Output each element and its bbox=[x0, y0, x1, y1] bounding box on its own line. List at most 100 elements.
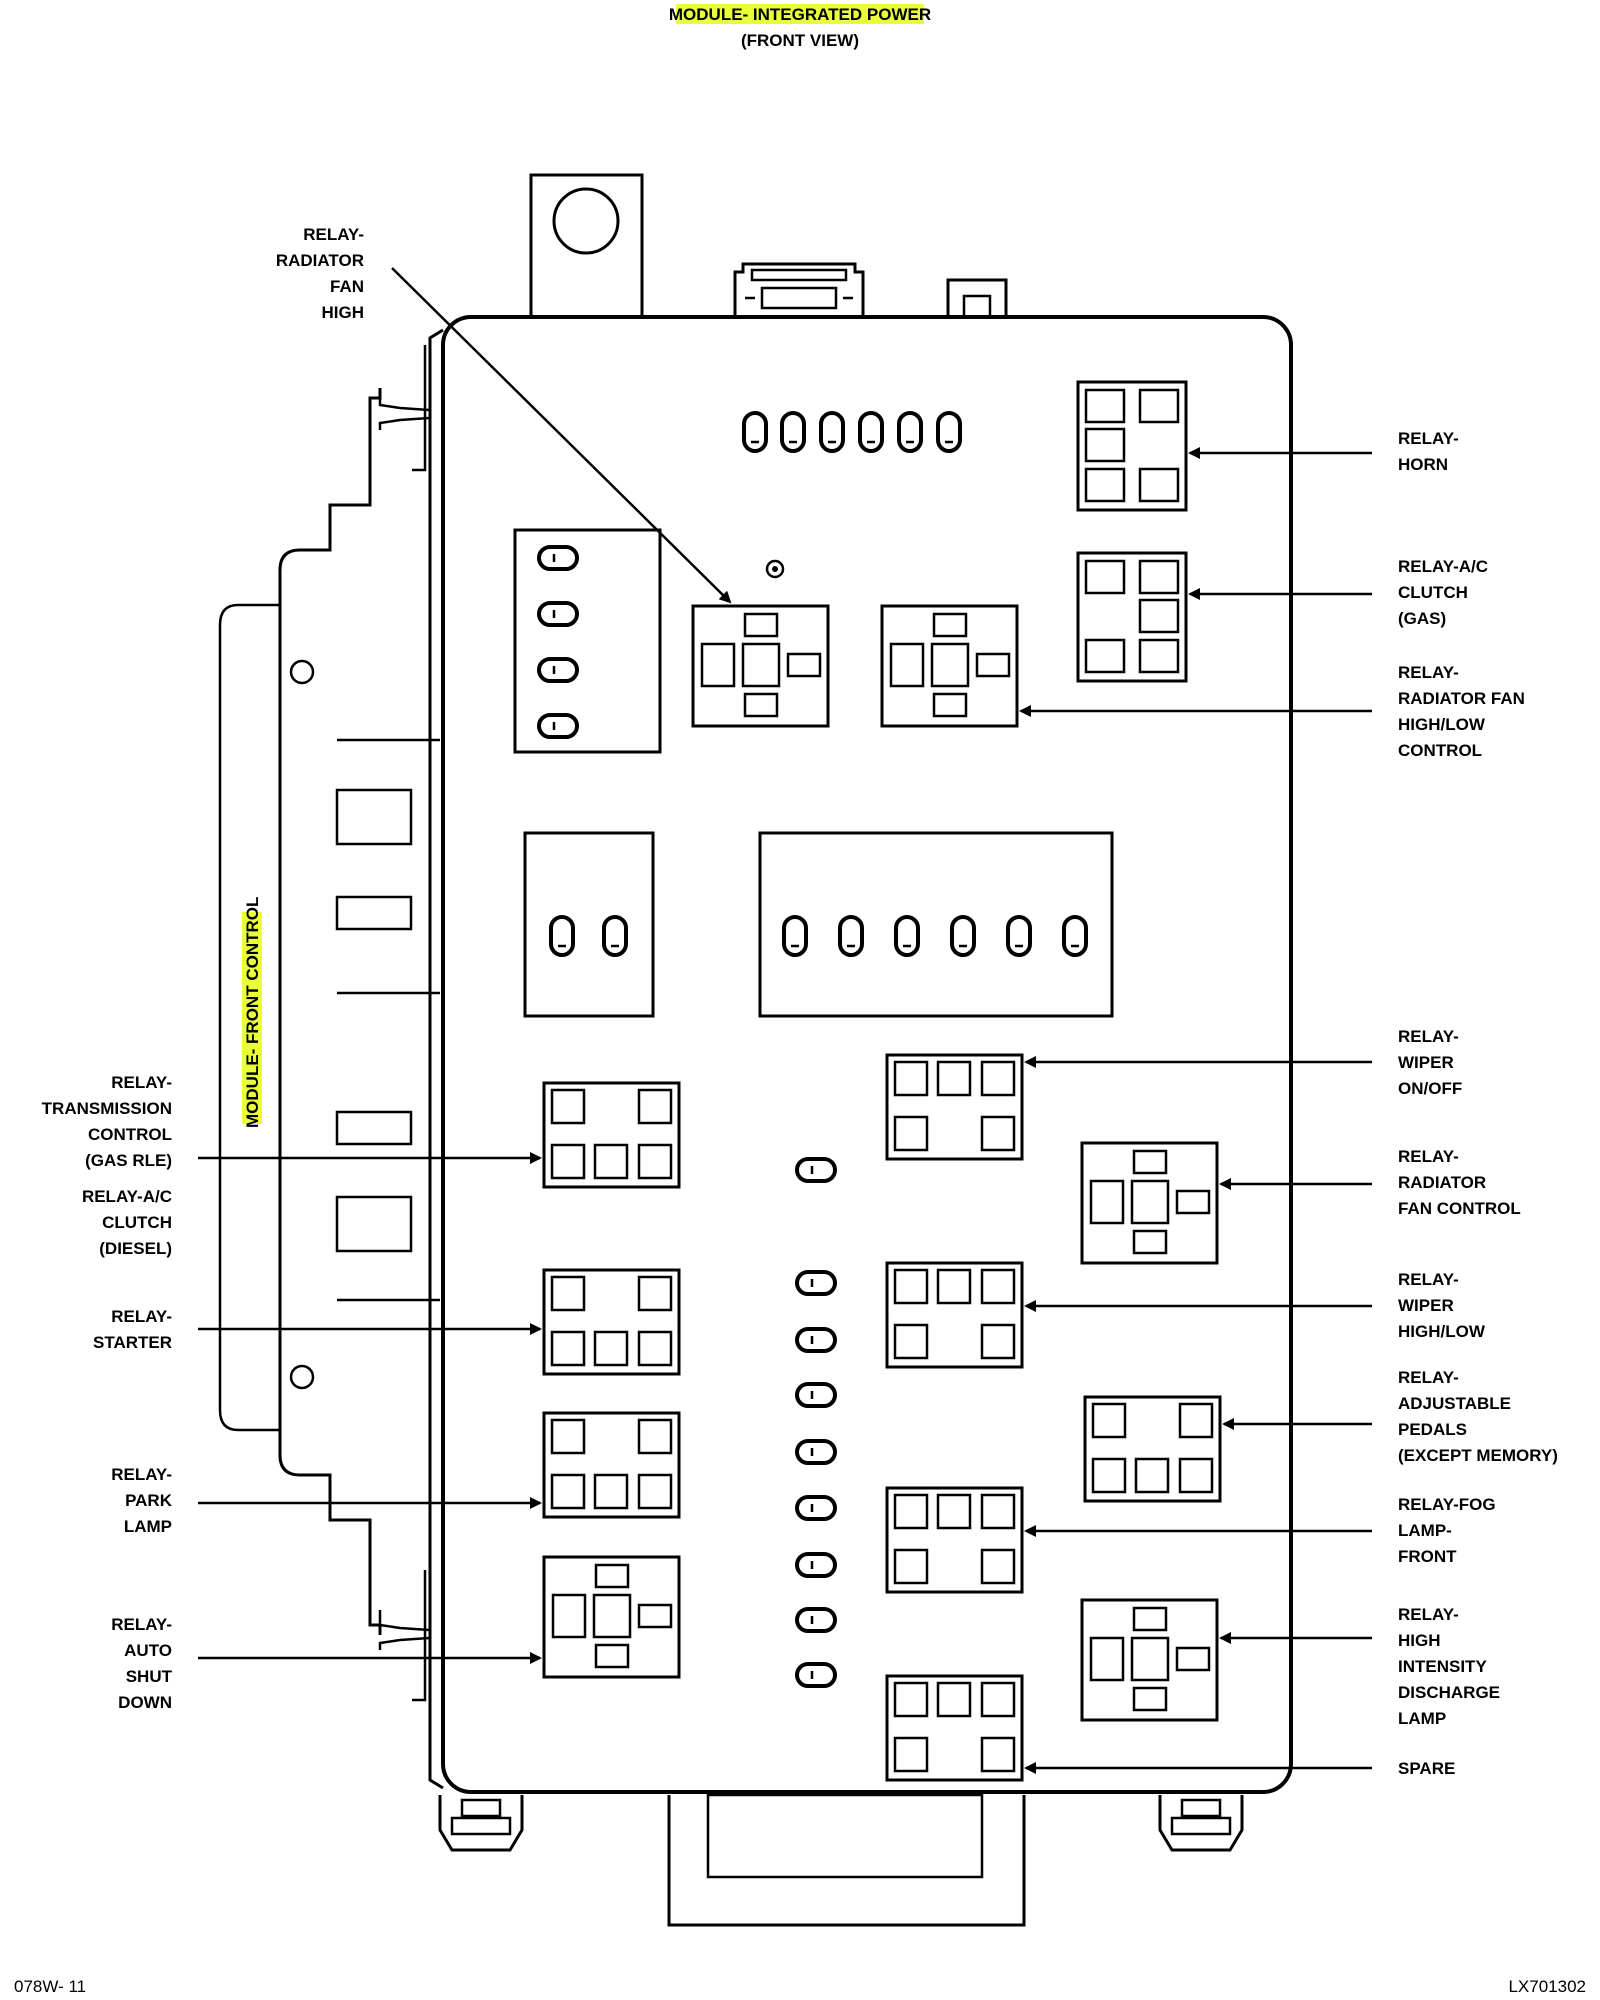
fuse-top-3 bbox=[819, 411, 845, 453]
label-radiator-fan-high-low-control-line-1: RELAY- bbox=[1398, 663, 1459, 682]
fuse-six-4 bbox=[950, 915, 976, 957]
title-highlight bbox=[676, 4, 924, 24]
label-radiator-fan-high-line-2: RADIATOR bbox=[276, 251, 364, 270]
label-auto-shut-down-line-3: SHUT bbox=[126, 1667, 173, 1686]
label-auto-shut-down-line-4: DOWN bbox=[118, 1693, 172, 1712]
relay-fog-lamp-front bbox=[885, 1486, 1024, 1594]
fuse-top-5 bbox=[897, 411, 923, 453]
label-fog-lamp-front-line-3: FRONT bbox=[1398, 1547, 1457, 1566]
fuse-center-8 bbox=[795, 1607, 837, 1633]
fuse-column-left bbox=[537, 545, 579, 739]
front-control-module: MODULE- FRONT CONTROL bbox=[218, 345, 440, 1702]
label-radiator-fan-high-line-4: HIGH bbox=[322, 303, 365, 322]
label-adjustable-pedals-line-1: RELAY- bbox=[1398, 1368, 1459, 1387]
label-transmission-control-line-4: (GAS RLE) bbox=[85, 1151, 172, 1170]
label-adjustable-pedals-line-3: PEDALS bbox=[1398, 1420, 1467, 1439]
fuse-row-top bbox=[742, 411, 962, 453]
relay-starter bbox=[542, 1268, 681, 1376]
top-small-tab bbox=[946, 278, 1008, 320]
label-radiator-fan-high-line-1: RELAY- bbox=[303, 225, 364, 244]
fuse-six-1 bbox=[782, 915, 808, 957]
relay-horn bbox=[1076, 380, 1188, 512]
page-title: MODULE- INTEGRATED POWER bbox=[669, 5, 931, 24]
footer-left-code: 078W- 11 bbox=[14, 1977, 86, 1996]
label-wiper-high-low-line-1: RELAY- bbox=[1398, 1270, 1459, 1289]
label-radiator-fan-control-line-3: FAN CONTROL bbox=[1398, 1199, 1521, 1218]
label-ac-clutch-gas-line-1: RELAY-A/C bbox=[1398, 557, 1488, 576]
fuse-center-6 bbox=[795, 1495, 837, 1521]
fuse-row-six bbox=[782, 915, 1088, 957]
label-radiator-fan-control-line-2: RADIATOR bbox=[1398, 1173, 1486, 1192]
fuse-block-pair bbox=[523, 831, 655, 1018]
label-transmission-control-line-2: TRANSMISSION bbox=[42, 1099, 172, 1118]
fuse-left-3 bbox=[537, 657, 579, 683]
relay-radiator-fan-high bbox=[691, 604, 830, 728]
relay-wiper-high-low bbox=[885, 1261, 1024, 1369]
label-fog-lamp-front-line-2: LAMP- bbox=[1398, 1521, 1452, 1540]
top-stud-terminal bbox=[529, 173, 644, 319]
label-park-lamp-line-3: LAMP bbox=[124, 1517, 172, 1536]
relay-park-lamp bbox=[542, 1411, 681, 1519]
fuse-six-5 bbox=[1006, 915, 1032, 957]
label-radiator-fan-high-line-3: FAN bbox=[330, 277, 364, 296]
label-radiator-fan-high-low-control-line-3: HIGH/LOW bbox=[1398, 715, 1486, 734]
fuse-six-2 bbox=[838, 915, 864, 957]
relay-group bbox=[542, 380, 1222, 1782]
fuse-pair-1 bbox=[549, 915, 575, 957]
callout-labels: RELAY-RADIATORFANHIGHRELAY-HORNRELAY-A/C… bbox=[42, 225, 1558, 1778]
fuse-center-9 bbox=[795, 1662, 837, 1688]
fuse-center-7 bbox=[795, 1552, 837, 1578]
relay-ac-clutch-gas bbox=[1076, 551, 1188, 683]
top-connector-latch bbox=[733, 262, 865, 317]
fuse-left-1 bbox=[537, 545, 579, 571]
label-starter-line-2: STARTER bbox=[93, 1333, 172, 1352]
bottom-right-latch bbox=[1158, 1795, 1244, 1852]
fuse-top-2 bbox=[780, 411, 806, 453]
relay-spare bbox=[885, 1674, 1024, 1782]
label-auto-shut-down-line-1: RELAY- bbox=[111, 1615, 172, 1634]
label-fog-lamp-front-line-1: RELAY-FOG bbox=[1398, 1495, 1496, 1514]
relay-auto-shut-down bbox=[542, 1555, 681, 1679]
relay-transmission-control bbox=[542, 1081, 681, 1189]
label-hid-lamp-line-1: RELAY- bbox=[1398, 1605, 1459, 1624]
fuse-left-2 bbox=[537, 601, 579, 627]
label-spare-line-1: SPARE bbox=[1398, 1759, 1455, 1778]
fuse-left-4 bbox=[537, 713, 579, 739]
fuse-top-4 bbox=[858, 411, 884, 453]
label-starter-line-1: RELAY- bbox=[111, 1307, 172, 1326]
fuse-pair-2 bbox=[602, 915, 628, 957]
fuse-top-1 bbox=[742, 411, 768, 453]
page-subtitle: (FRONT VIEW) bbox=[741, 31, 859, 50]
fuse-top-6 bbox=[936, 411, 962, 453]
label-transmission-control-line-1: RELAY- bbox=[111, 1073, 172, 1092]
label-ac-clutch-diesel-line-1: RELAY-A/C bbox=[82, 1187, 172, 1206]
relay-hid-lamp bbox=[1080, 1598, 1219, 1722]
label-horn-line-1: RELAY- bbox=[1398, 429, 1459, 448]
fuse-six-3 bbox=[894, 915, 920, 957]
label-wiper-on-off-line-3: ON/OFF bbox=[1398, 1079, 1462, 1098]
fuse-center-1 bbox=[795, 1157, 837, 1183]
leader-lines bbox=[198, 267, 1372, 1774]
fuse-center-5 bbox=[795, 1439, 837, 1465]
label-transmission-control-line-3: CONTROL bbox=[88, 1125, 172, 1144]
fuse-center-4 bbox=[795, 1382, 837, 1408]
relay-wiper-on-off bbox=[885, 1053, 1024, 1161]
fuse-column-center bbox=[795, 1157, 837, 1688]
fuse-center-3 bbox=[795, 1327, 837, 1353]
label-hid-lamp-line-2: HIGH bbox=[1398, 1631, 1441, 1650]
fuse-block-six bbox=[758, 831, 1114, 1018]
relay-adjustable-pedals bbox=[1083, 1395, 1222, 1503]
bottom-left-latch bbox=[438, 1795, 524, 1852]
fuse-six-6 bbox=[1062, 915, 1088, 957]
label-adjustable-pedals-line-2: ADJUSTABLE bbox=[1398, 1394, 1511, 1413]
footer-right-code: LX701302 bbox=[1508, 1977, 1586, 1996]
label-ac-clutch-diesel-line-2: CLUTCH bbox=[102, 1213, 172, 1232]
label-radiator-fan-control-line-1: RELAY- bbox=[1398, 1147, 1459, 1166]
label-radiator-fan-high-low-control-line-4: CONTROL bbox=[1398, 741, 1482, 760]
relay-radiator-fan-control bbox=[1080, 1141, 1219, 1265]
side-label: MODULE- FRONT CONTROL bbox=[243, 897, 262, 1128]
fuse-block-left-upper bbox=[513, 528, 662, 754]
label-hid-lamp-line-4: DISCHARGE bbox=[1398, 1683, 1500, 1702]
